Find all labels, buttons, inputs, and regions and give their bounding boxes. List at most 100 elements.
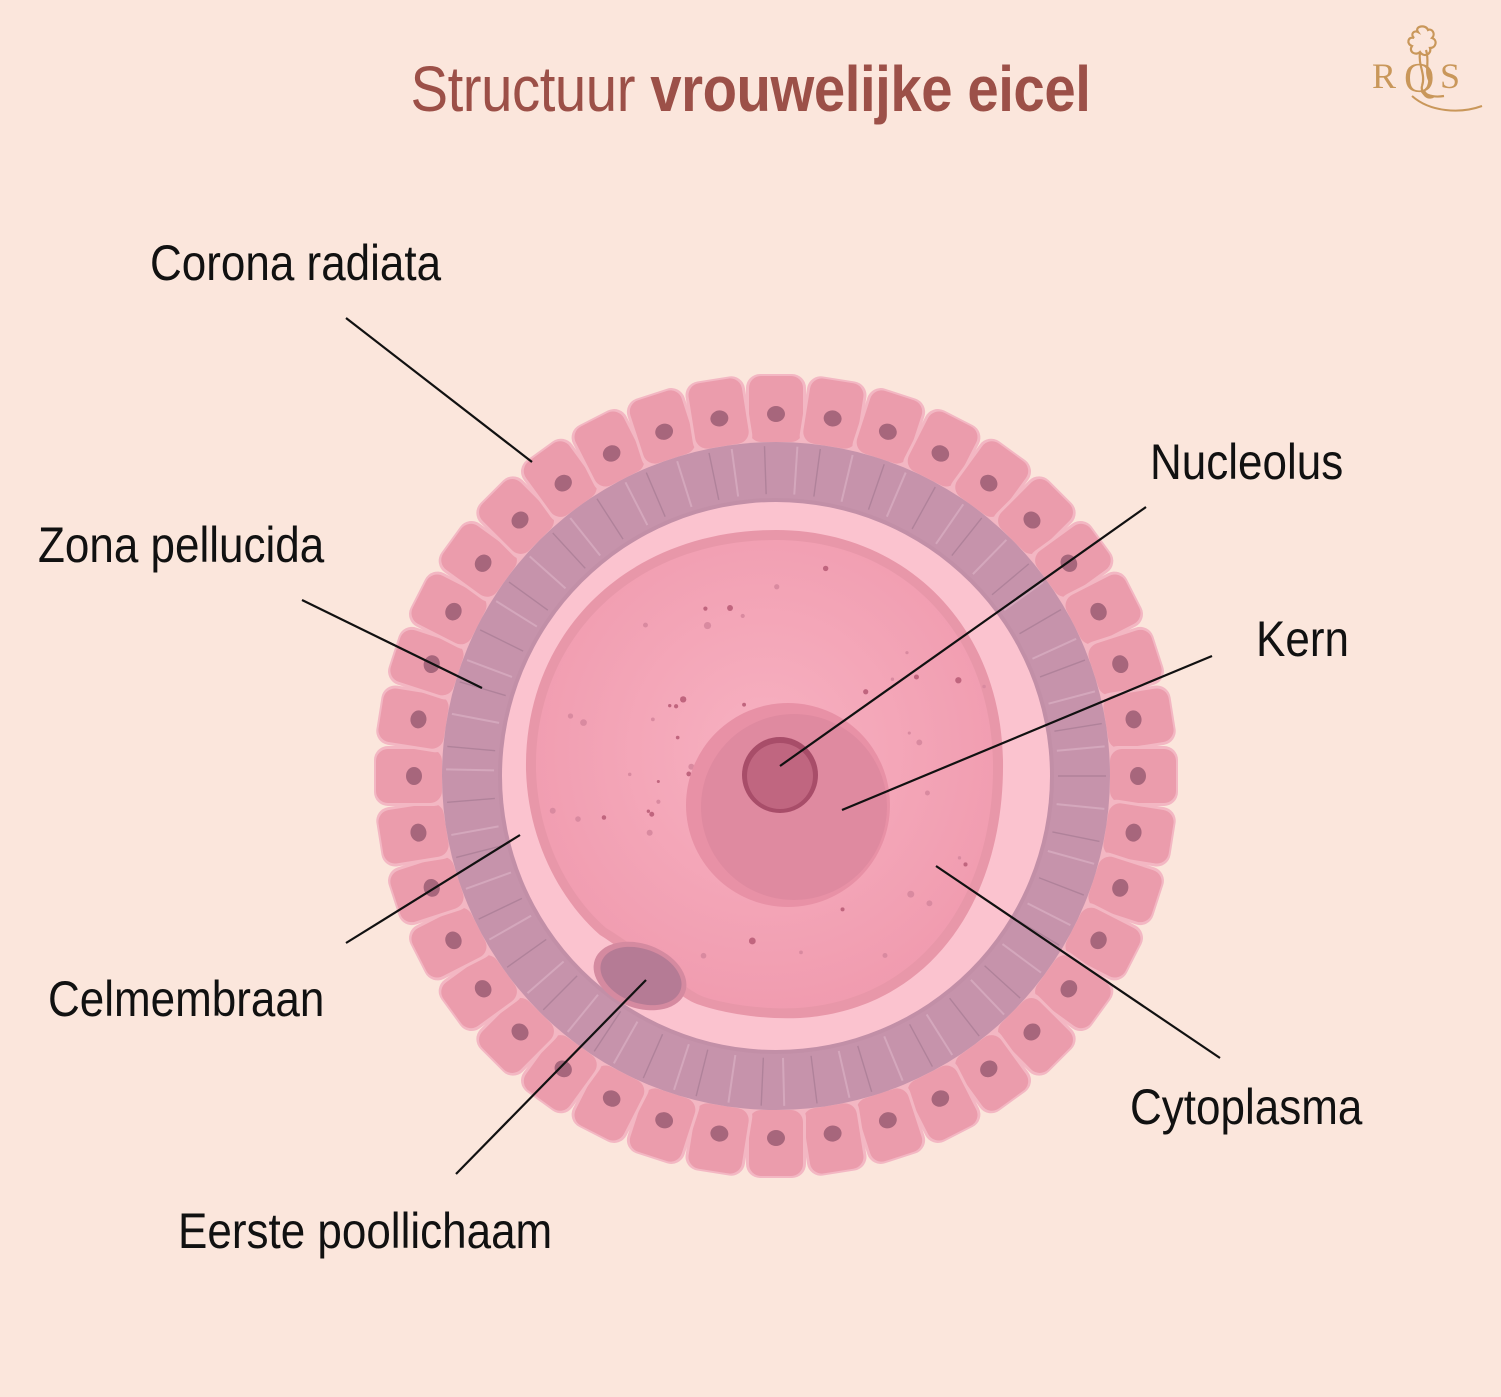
granule xyxy=(863,689,869,695)
granule xyxy=(688,763,695,770)
label-eerste-poollichaam: Eerste poollichaam xyxy=(178,1203,553,1259)
label-cytoplasma: Cytoplasma xyxy=(1130,1079,1363,1135)
granule xyxy=(955,677,962,684)
granule xyxy=(916,739,923,746)
zona-streak xyxy=(456,844,503,859)
zona-streak xyxy=(1038,877,1085,896)
zona-streak xyxy=(451,712,500,724)
logo-swash xyxy=(1411,95,1483,112)
zona-streak xyxy=(673,1043,690,1091)
label-zona-pellucida: Zona pellucida xyxy=(38,517,325,573)
granule xyxy=(882,952,888,958)
zona-streak xyxy=(566,994,599,1033)
logo-letter-q: Q xyxy=(1404,56,1434,102)
zona-streak xyxy=(446,768,495,772)
leader-eerste-poollichaam xyxy=(455,979,647,1175)
polar-body xyxy=(600,946,682,1006)
granule xyxy=(627,772,632,777)
zona-streak xyxy=(1052,831,1100,843)
granule xyxy=(982,684,986,689)
page-title: Structuur vrouwelijke eicel xyxy=(90,52,1411,126)
zona-streak xyxy=(763,446,767,495)
zona-streaks xyxy=(446,446,1106,1106)
granule xyxy=(680,696,687,703)
zona-streak xyxy=(695,1049,709,1097)
leader-kern xyxy=(841,654,1213,812)
corona-cell xyxy=(799,1097,867,1176)
granule xyxy=(774,584,780,590)
corona-cell xyxy=(1104,746,1178,806)
corona-cell xyxy=(626,388,700,470)
granule xyxy=(907,890,915,898)
zona-streak xyxy=(488,914,532,941)
granule xyxy=(740,613,745,619)
lion-crest-icon xyxy=(1407,25,1445,98)
corona-cell xyxy=(852,388,926,470)
title-bold: vrouwelijke eicel xyxy=(650,53,1091,125)
zona-streak xyxy=(949,997,980,1037)
granule xyxy=(822,565,829,572)
corona-cell xyxy=(799,376,867,455)
zona-streak xyxy=(911,486,936,530)
zona-streak xyxy=(506,938,547,968)
zona-streak xyxy=(1054,722,1102,732)
zona-streak xyxy=(676,460,693,508)
granule xyxy=(567,713,574,719)
zona-streak xyxy=(526,960,565,994)
zona-streak xyxy=(446,797,495,803)
granule xyxy=(700,952,707,959)
zona-streak xyxy=(708,452,720,501)
granule xyxy=(742,702,747,707)
granule xyxy=(650,717,655,722)
zona-streak xyxy=(760,1057,765,1106)
zona-streak xyxy=(447,745,496,752)
label-kern: Kern xyxy=(1256,611,1349,667)
zona-streak xyxy=(596,498,624,540)
zona-streak xyxy=(642,1033,664,1079)
zona-streak xyxy=(782,1057,786,1106)
granule xyxy=(748,937,756,945)
zona-streak xyxy=(1001,943,1042,974)
zona-streak xyxy=(991,563,1030,596)
granule xyxy=(913,674,919,680)
granule xyxy=(646,829,653,836)
zona-streak xyxy=(1027,902,1071,926)
zona-streak xyxy=(542,975,578,1011)
corona-cell xyxy=(1097,685,1176,753)
zona-streak xyxy=(645,472,666,517)
zona-streak xyxy=(569,517,601,557)
granule xyxy=(727,605,733,611)
zona-streak xyxy=(935,503,965,545)
corona-cell xyxy=(388,852,470,926)
granule xyxy=(840,907,845,912)
corona-cell xyxy=(1082,852,1164,926)
zona-streak xyxy=(813,448,821,497)
corona-cell xyxy=(626,1082,700,1164)
granule xyxy=(907,731,911,735)
zona-streak xyxy=(951,517,983,556)
zona-streak xyxy=(1048,690,1096,705)
granule xyxy=(649,811,655,817)
zona-streak xyxy=(840,454,854,502)
zona-streak xyxy=(1017,920,1060,946)
corona-cell xyxy=(903,409,981,493)
zona-streak xyxy=(857,1045,873,1093)
corona-cell xyxy=(376,685,455,753)
zona-streak xyxy=(727,1054,737,1103)
zona-streak xyxy=(885,472,907,518)
label-nucleolus: Nucleolus xyxy=(1150,434,1344,490)
granule xyxy=(575,816,581,822)
zona-streak xyxy=(810,1055,818,1104)
title-regular: Structuur xyxy=(410,53,636,125)
granule xyxy=(957,856,962,860)
zona-streak xyxy=(552,532,586,569)
corona-cell xyxy=(376,799,455,867)
zona-streak xyxy=(1047,850,1095,865)
nucleolus xyxy=(747,743,813,809)
granule xyxy=(549,807,556,814)
logo-letter-r: R xyxy=(1372,56,1396,96)
corona-cell xyxy=(438,520,523,602)
logo: R Q S xyxy=(1372,25,1483,112)
zona-streak xyxy=(478,897,523,920)
zona-streak xyxy=(909,1023,933,1067)
